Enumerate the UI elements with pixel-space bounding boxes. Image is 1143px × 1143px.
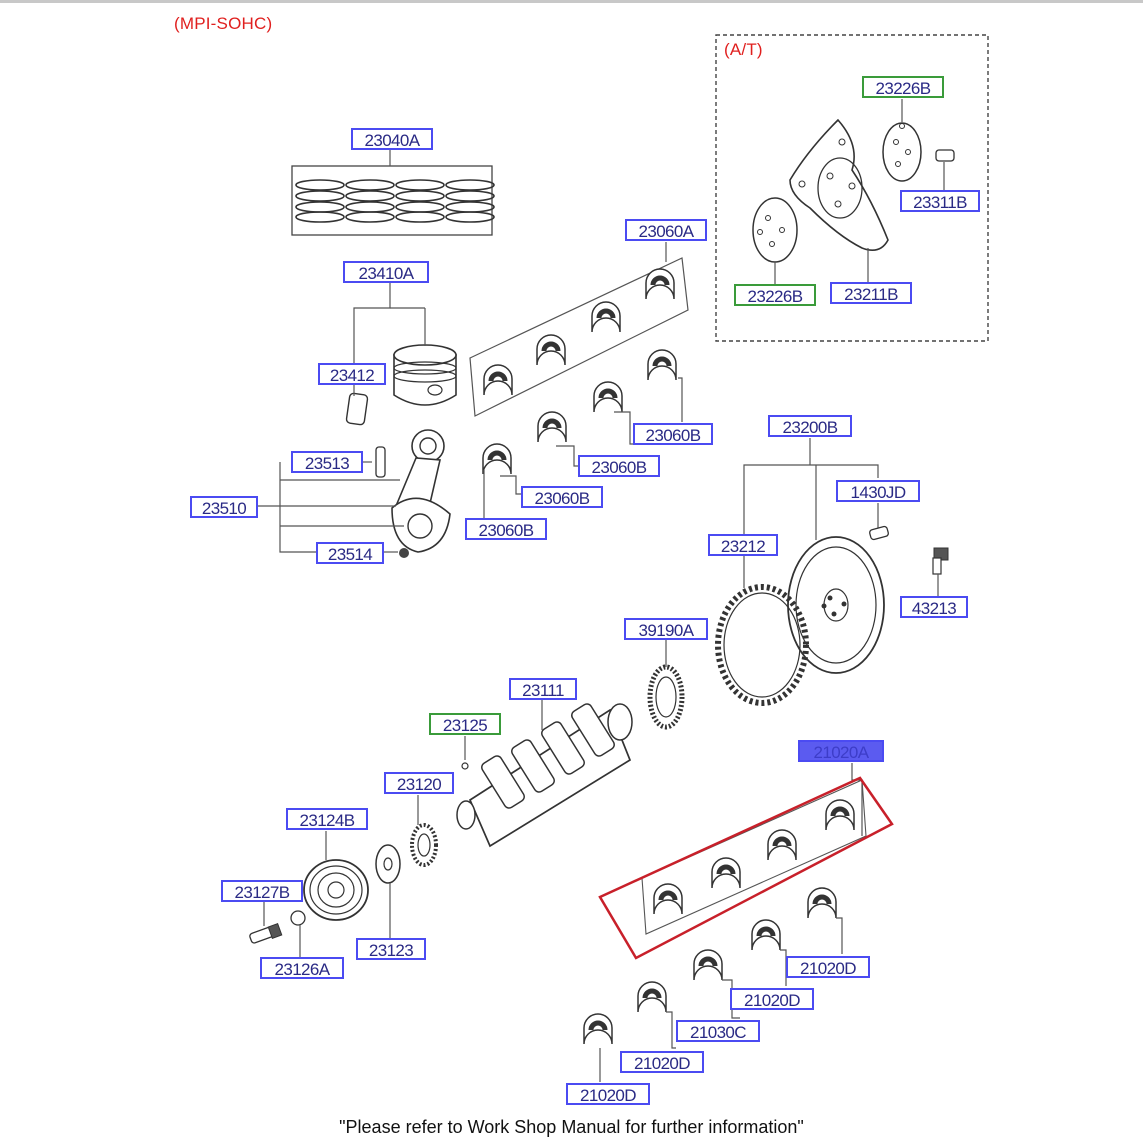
woodruff-key xyxy=(461,762,469,770)
engine-variant-label: (MPI-SOHC) xyxy=(174,14,273,33)
part-tag-23200B[interactable]: 23200B xyxy=(768,415,852,437)
part-tag-23120[interactable]: 23120 xyxy=(384,772,454,794)
adapter-plate-top xyxy=(882,122,922,182)
part-tag-21030C[interactable]: 21030C xyxy=(676,1020,760,1042)
part-tag-21020A-selected[interactable]: 21020A xyxy=(798,740,884,762)
auto-transmission-label: (A/T) xyxy=(724,40,763,59)
part-tag-23311B[interactable]: 23311B xyxy=(900,190,980,212)
part-tag-23513[interactable]: 23513 xyxy=(291,451,363,473)
part-tag-23126A[interactable]: 23126A xyxy=(260,957,344,979)
part-tag-21020D-2[interactable]: 21020D xyxy=(730,988,814,1010)
part-tag-23510[interactable]: 23510 xyxy=(190,496,258,518)
part-tag-43213[interactable]: 43213 xyxy=(900,596,968,618)
highlight-box xyxy=(598,776,894,960)
part-tag-23060B-3[interactable]: 23060B xyxy=(521,486,603,508)
drive-plate-bolt xyxy=(935,149,955,162)
part-tag-23412[interactable]: 23412 xyxy=(318,363,386,385)
part-tag-39190A[interactable]: 39190A xyxy=(624,618,708,640)
connecting-rod xyxy=(391,429,451,553)
part-tag-23124B[interactable]: 23124B xyxy=(286,808,368,830)
part-tag-21020D-1[interactable]: 21020D xyxy=(786,956,870,978)
dowel-pin xyxy=(869,525,889,541)
part-tag-23125[interactable]: 23125 xyxy=(429,713,501,735)
part-tag-23211B[interactable]: 23211B xyxy=(830,282,912,304)
flywheel xyxy=(787,536,885,674)
auto-transmission-group-box xyxy=(715,34,989,342)
part-tag-21020D-4[interactable]: 21020D xyxy=(566,1083,650,1105)
part-tag-23060A[interactable]: 23060A xyxy=(625,219,707,241)
crankshaft-flange-washer xyxy=(375,844,401,884)
part-tag-1430JD[interactable]: 1430JD xyxy=(836,480,920,502)
rod-nut xyxy=(399,548,409,558)
top-border-line xyxy=(0,0,1143,3)
part-tag-23212[interactable]: 23212 xyxy=(708,534,778,556)
main-bearing-set-upper xyxy=(469,257,689,417)
timing-sprocket xyxy=(647,664,685,730)
flywheel-bolt xyxy=(932,547,949,575)
part-tag-23060B-4[interactable]: 23060B xyxy=(465,518,547,540)
crankshaft-sprocket xyxy=(410,823,438,867)
part-tag-23060B-1[interactable]: 23060B xyxy=(633,423,713,445)
adapter-plate-bottom xyxy=(752,197,798,263)
part-tag-23040A[interactable]: 23040A xyxy=(351,128,433,150)
part-tag-23514[interactable]: 23514 xyxy=(316,542,384,564)
pulley-washer xyxy=(290,910,306,926)
piston-pin xyxy=(345,392,369,426)
crankshaft xyxy=(456,703,633,848)
crankshaft-bearing-set-upper xyxy=(641,779,867,935)
piston-ring-set xyxy=(291,165,495,236)
part-tag-21020D-3[interactable]: 21020D xyxy=(620,1051,704,1073)
part-tag-23111[interactable]: 23111 xyxy=(509,678,577,700)
footer-note: "Please refer to Work Shop Manual for fu… xyxy=(339,1117,804,1137)
part-tag-23060B-2[interactable]: 23060B xyxy=(578,455,660,477)
crankshaft-pulley xyxy=(303,859,369,921)
pulley-bolt xyxy=(249,923,283,944)
part-tag-23123[interactable]: 23123 xyxy=(356,938,426,960)
part-tag-23226B-top[interactable]: 23226B xyxy=(862,76,944,98)
part-tag-23226B-bottom[interactable]: 23226B xyxy=(734,284,816,306)
rod-bolt xyxy=(375,446,386,478)
drive-plate xyxy=(789,118,889,251)
ring-gear xyxy=(715,584,809,706)
part-tag-23410A[interactable]: 23410A xyxy=(343,261,429,283)
part-tag-23127B[interactable]: 23127B xyxy=(221,880,303,902)
piston xyxy=(393,344,457,406)
